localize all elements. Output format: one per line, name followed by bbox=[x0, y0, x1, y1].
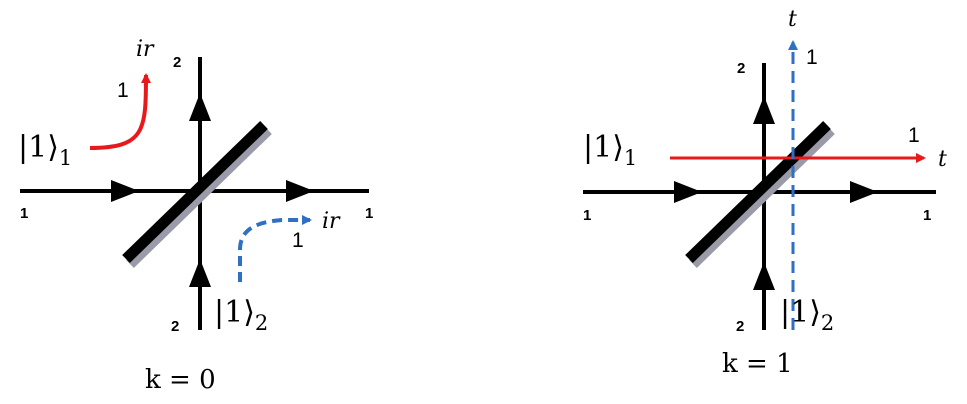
beam-splitter bbox=[122, 121, 272, 268]
port-label-bottom: 2 bbox=[736, 318, 744, 335]
beam-arrow-up-icon bbox=[753, 96, 775, 124]
output-count-right: 1 bbox=[292, 229, 304, 252]
panel-caption: k = 1 bbox=[722, 349, 793, 379]
output-count-up: 1 bbox=[117, 79, 129, 102]
port-label-left: 1 bbox=[20, 205, 28, 222]
beam-arrow-up-icon bbox=[753, 262, 775, 290]
output-count-up: 1 bbox=[806, 46, 818, 69]
port-label-top: 2 bbox=[173, 54, 181, 71]
input-ket-mode-1: |1⟩1 bbox=[18, 130, 72, 170]
amplitude-label-right: ir bbox=[322, 209, 341, 234]
amplitude-label-up: ir bbox=[136, 37, 155, 62]
port-label-top: 2 bbox=[737, 60, 745, 77]
port-label-right: 1 bbox=[923, 207, 931, 224]
beam-arrow-right-icon bbox=[674, 181, 702, 203]
beam-arrow-up-icon bbox=[189, 259, 211, 287]
input-ket-mode-2: |1⟩2 bbox=[780, 295, 834, 335]
port-label-right: 1 bbox=[365, 205, 373, 222]
beam-arrow-right-icon bbox=[850, 181, 878, 203]
output-count-right: 1 bbox=[908, 124, 920, 147]
panel-k0: 1 1 2 2 |1⟩1 |1⟩2 1 ir 1 ir k = 0 bbox=[18, 37, 373, 395]
panel-caption: k = 0 bbox=[145, 365, 216, 395]
beam-arrow-up-icon bbox=[189, 93, 211, 121]
beam-arrow-right-icon bbox=[286, 180, 314, 202]
amplitude-label-up: t bbox=[788, 7, 797, 32]
amplitude-label-right: t bbox=[938, 147, 947, 172]
beam-splitter bbox=[685, 121, 835, 268]
photon-path-reflected-right bbox=[238, 215, 312, 282]
port-label-left: 1 bbox=[583, 207, 591, 224]
input-ket-mode-2: |1⟩2 bbox=[214, 295, 268, 335]
beam-arrow-right-icon bbox=[111, 180, 139, 202]
photon-path-reflected-up bbox=[89, 73, 151, 150]
port-label-bottom: 2 bbox=[171, 318, 179, 335]
input-ket-mode-1: |1⟩1 bbox=[583, 130, 637, 170]
panel-k1: 1 1 2 2 |1⟩1 |1⟩2 1 t 1 t k = 1 bbox=[583, 7, 947, 379]
